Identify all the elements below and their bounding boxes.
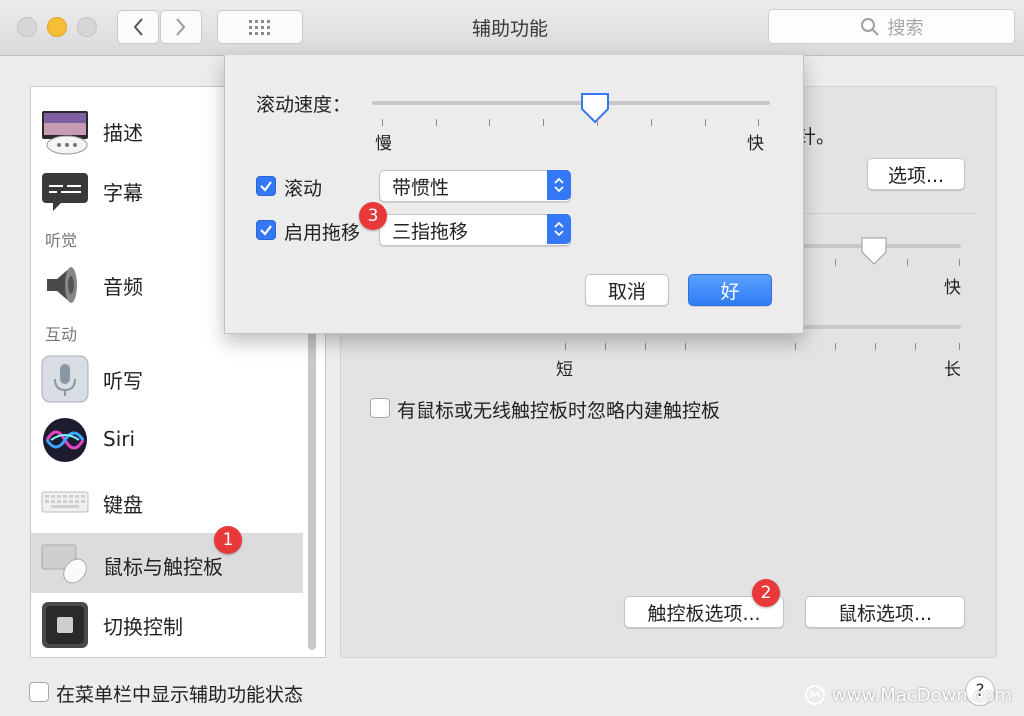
keyboard-icon [41, 491, 89, 513]
drag-mode-popup[interactable]: 三指拖移 [379, 214, 571, 246]
sidebar-item-label: 描述 [103, 121, 143, 145]
trackpad-options-button[interactable]: 触控板选项... [624, 596, 784, 628]
slow-label: 慢 [375, 134, 392, 154]
sidebar-item-label: 切换控制 [103, 615, 183, 639]
chevron-left-icon [133, 18, 143, 36]
grid-icon [249, 20, 270, 35]
captions-icon [42, 173, 88, 211]
updown-chevron-icon [547, 170, 571, 200]
sidebar-item-label: 鼠标与触控板 [103, 555, 223, 579]
options-button[interactable]: 选项... [867, 158, 965, 190]
sidebar-item-keyboard[interactable]: 键盘 [31, 471, 303, 533]
trackpad-options-sheet: 滚动速度： 慢 快 滚动 带惯性 启用拖移 三指拖移 取消 好 [224, 55, 804, 334]
show-status-label: 在菜单栏中显示辅助功能状态 [56, 684, 304, 706]
back-button[interactable] [117, 10, 159, 44]
sidebar-scrollbar[interactable] [308, 320, 316, 650]
scroll-checkbox-label: 滚动 [284, 178, 323, 200]
slider-thumb-icon[interactable] [860, 236, 888, 266]
sidebar-section-header: 听觉 [45, 231, 78, 250]
ignore-trackpad-checkbox[interactable] [370, 398, 390, 418]
sidebar-item-switch-control[interactable]: 切换控制 [31, 595, 303, 655]
step-badge-1: 1 [214, 526, 242, 554]
help-button[interactable]: ? [965, 676, 995, 706]
macdown-logo-icon [805, 685, 825, 705]
partial-description-text: 针。 [797, 126, 836, 148]
enable-drag-label: 启用拖移 [284, 222, 361, 244]
scroll-speed-label: 滚动速度： [256, 94, 352, 116]
sidebar-item-siri[interactable]: Siri [31, 409, 303, 471]
sidebar-item-label: 字幕 [103, 181, 143, 205]
speaker-icon [47, 267, 77, 303]
enable-drag-checkbox[interactable] [256, 220, 276, 240]
sidebar-item-label: 听写 [103, 369, 143, 393]
scroll-mode-value: 带惯性 [392, 176, 450, 199]
slider-short-label: 短 [556, 360, 573, 380]
scroll-speed-thumb-icon[interactable] [580, 92, 610, 124]
mouse-trackpad-icon [41, 544, 87, 584]
slider-fast-label: 快 [944, 278, 961, 298]
sidebar-item-label: Siri [103, 427, 136, 451]
scroll-mode-popup[interactable]: 带惯性 [379, 170, 571, 202]
window-title: 辅助功能 [471, 18, 548, 40]
ok-button[interactable]: 好 [688, 274, 772, 306]
search-field[interactable]: 搜索 [768, 9, 1015, 44]
search-placeholder: 搜索 [887, 17, 924, 39]
search-icon [860, 17, 879, 36]
slider-long-label: 长 [944, 360, 961, 380]
sidebar-item-captions[interactable]: 字幕 [31, 161, 303, 219]
ignore-trackpad-label: 有鼠标或无线触控板时忽略内建触控板 [397, 400, 721, 422]
sidebar-item-mouse-trackpad[interactable]: 鼠标与触控板 [31, 533, 303, 593]
microphone-icon [41, 355, 89, 403]
forward-button[interactable] [160, 10, 202, 44]
cancel-button[interactable]: 取消 [585, 274, 669, 306]
checkmark-icon [260, 181, 272, 192]
sidebar-item-audio[interactable]: 音频 [31, 255, 303, 315]
sidebar-item-dictation[interactable]: 听写 [31, 349, 303, 409]
mouse-options-button[interactable]: 鼠标选项... [805, 596, 965, 628]
watermark: www.MacDown.com [804, 684, 1012, 706]
drag-mode-value: 三指拖移 [392, 220, 469, 243]
chevron-right-icon [176, 18, 186, 36]
updown-chevron-icon [547, 214, 571, 244]
descriptions-icon [42, 111, 88, 155]
step-badge-2: 2 [752, 579, 780, 607]
watermark-text: www.MacDown.com [832, 684, 1012, 706]
sidebar-item-descriptions[interactable]: 描述 [31, 101, 303, 161]
scroll-checkbox[interactable] [256, 176, 276, 196]
fast-label: 快 [747, 134, 764, 154]
sidebar-item-label: 键盘 [103, 493, 143, 517]
step-badge-3: 3 [359, 202, 387, 230]
minimize-window-button[interactable] [47, 17, 67, 37]
zoom-window-button[interactable] [77, 17, 97, 37]
switch-control-icon [42, 602, 88, 648]
close-window-button[interactable] [17, 17, 37, 37]
siri-icon [43, 418, 87, 462]
sidebar-item-label: 音频 [103, 275, 143, 299]
show-all-button[interactable] [217, 10, 303, 44]
show-status-checkbox[interactable] [29, 682, 49, 702]
scroll-speed-slider[interactable] [372, 101, 770, 105]
sidebar-section-header: 互动 [45, 325, 78, 344]
checkmark-icon [260, 225, 272, 236]
